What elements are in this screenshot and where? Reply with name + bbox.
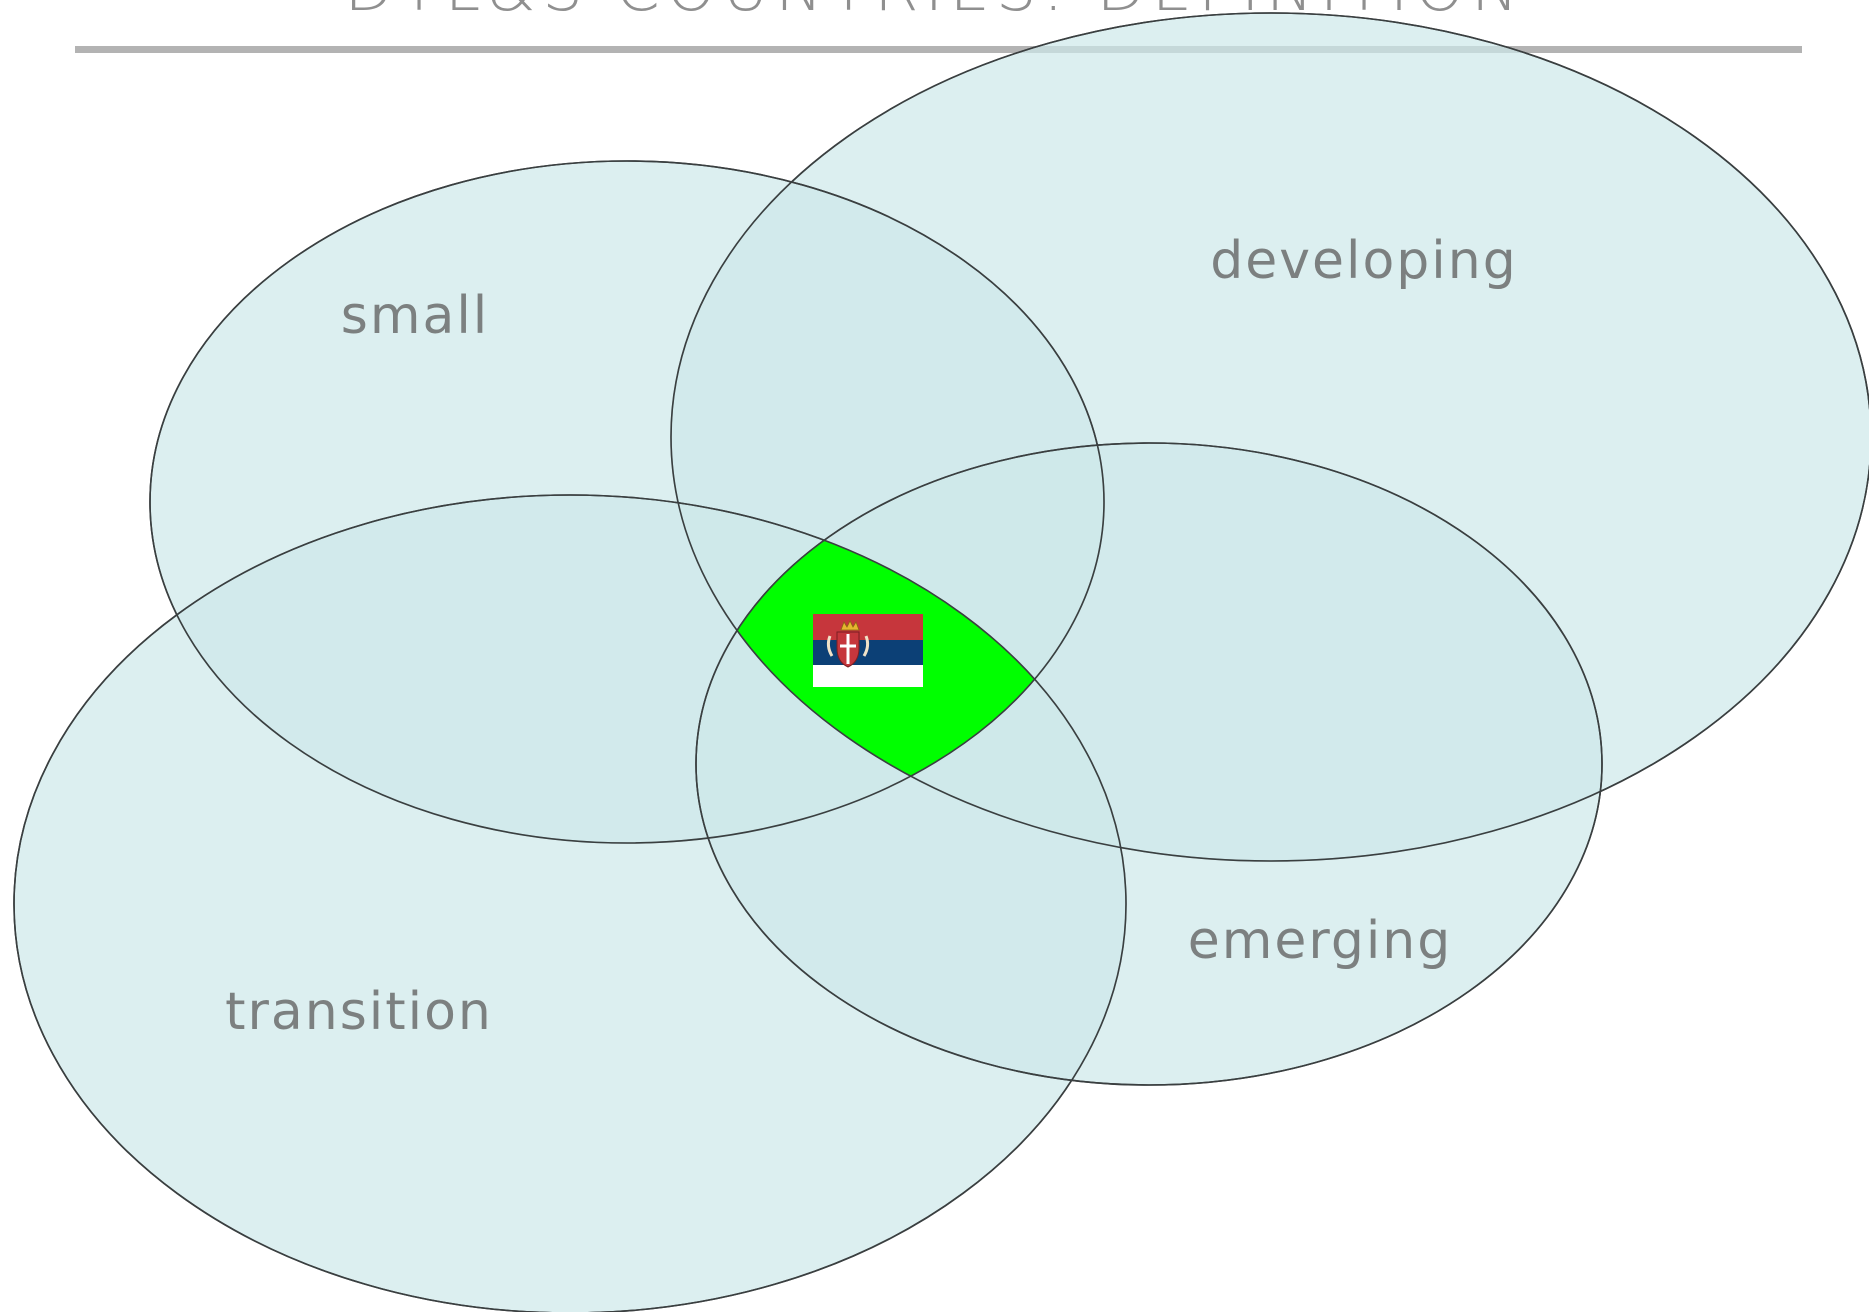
label-transition: transition <box>225 982 493 1042</box>
set-outlines <box>13 12 1869 1312</box>
title-underline <box>75 46 1802 53</box>
serbia-flag-icon <box>813 614 923 687</box>
label-emerging: emerging <box>1188 911 1453 971</box>
coat-of-arms-icon <box>826 620 870 668</box>
label-small: small <box>341 286 490 346</box>
set-emerging <box>695 442 1603 1086</box>
label-developing: developing <box>1210 231 1517 291</box>
